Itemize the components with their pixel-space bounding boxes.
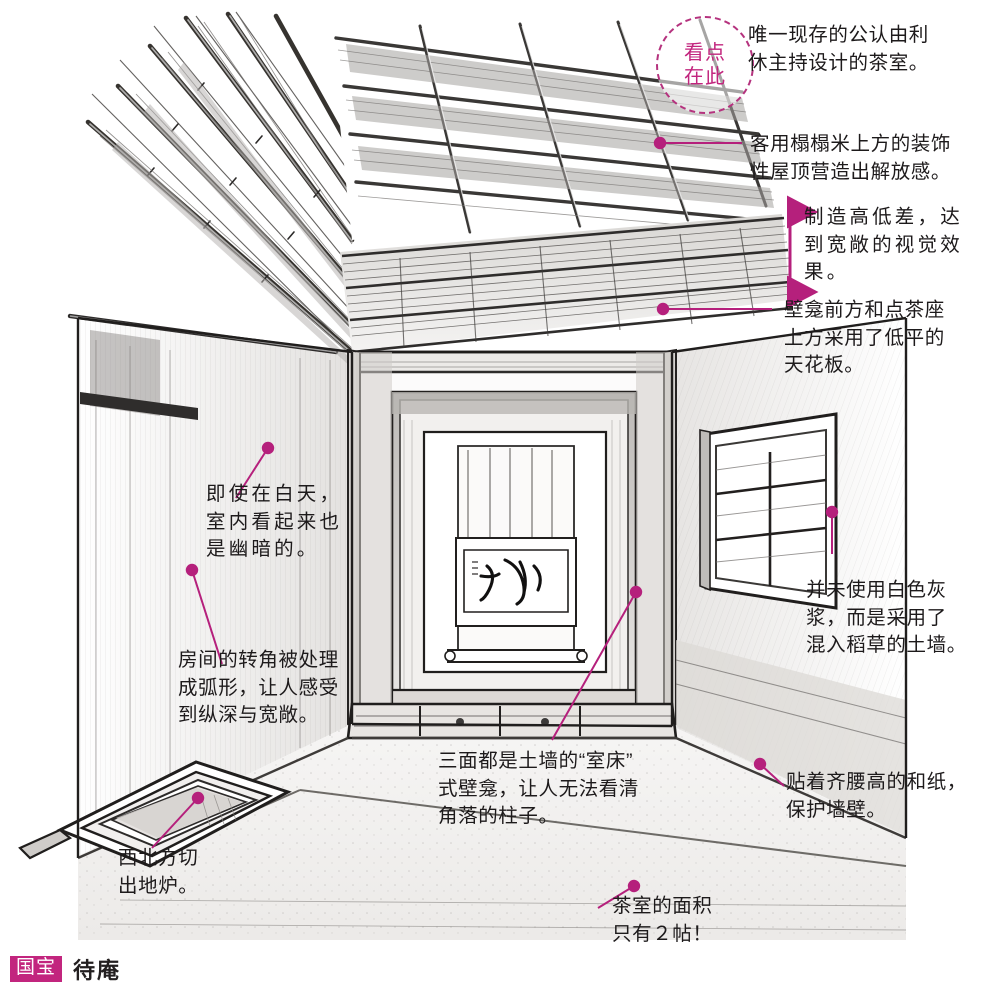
annotation-low-flat-ceiling: 壁龛前方和点茶座 上方采用了低平的 天花板。 (784, 299, 945, 377)
annotation-dark-even-in-daytime: 即使在白天， 室内看起来也 是幽暗的。 (206, 483, 343, 561)
annotation-washi-waist-high: 贴着齐腰高的和纸， 保护墙壁。 (786, 771, 967, 821)
annotation-guest-tatami-ceiling: 客用榻榻米上方的装饰 性屋顶营造出解放感。 (750, 133, 952, 183)
annotation-height-difference: 制造高低差，达 到宽敞的视觉效 果。 (804, 206, 963, 284)
focus-point-line2: 在此 (684, 66, 726, 88)
building-name: 待庵 (73, 958, 122, 983)
annotation-two-tatami-area: 茶室的面积 只有２帖！ (612, 895, 713, 945)
annotation-muro-doko-alcove: 三面都是土墙的“室床” 式壁龛，让人无法看清 角落的柱子。 (438, 750, 640, 828)
annotation-rounded-corners: 房间的转角被处理 成弧形，让人感受 到纵深与宽敞。 (178, 649, 339, 727)
national-treasure-badge: 国宝 (10, 956, 63, 982)
focus-point-line1: 看点 (684, 41, 726, 64)
annotation-northwest-hearth: 西北方切 出地炉。 (118, 847, 199, 897)
focus-point-badge: 看点 在此 (656, 16, 754, 114)
annotation-straw-earth-wall: 并未使用白色灰 浆，而是采用了 混入稻草的土墙。 (806, 579, 967, 657)
annotation-only-surviving: 唯一现存的公认由利 休主持设计的茶室。 (748, 24, 929, 74)
figure-caption: 国宝 待庵 (10, 953, 121, 985)
